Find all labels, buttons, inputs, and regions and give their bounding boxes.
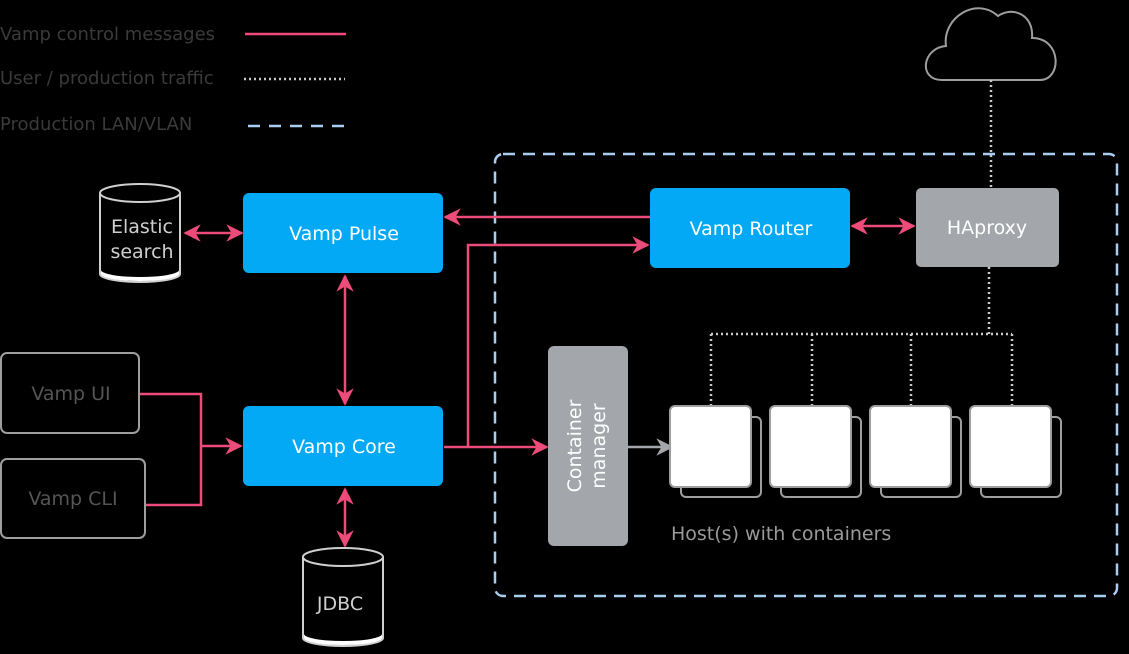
container-manager-label-2: manager <box>588 403 610 489</box>
database-icon <box>99 193 181 283</box>
container-manager-label-1: Container <box>564 399 586 492</box>
elasticsearch-node: Elastic search <box>99 183 181 283</box>
elasticsearch-label-2: search <box>110 241 173 263</box>
vamp-ui-label: Vamp UI <box>31 383 110 405</box>
vamp-router-node: Vamp Router <box>650 188 850 268</box>
haproxy-node: HAproxy <box>916 188 1059 267</box>
traffic-lines <box>709 80 1014 406</box>
container-host-2 <box>769 405 862 498</box>
hosts-label: Host(s) with containers <box>671 523 891 545</box>
cloud-icon <box>924 7 1057 81</box>
legend-traffic-label: User / production traffic <box>0 68 214 89</box>
container-host-3 <box>869 405 962 498</box>
vamp-core-label: Vamp Core <box>292 436 396 458</box>
jdbc-node: JDBC <box>302 547 384 647</box>
container-hosts: Host(s) with containers <box>669 405 1062 545</box>
vamp-cli-node: Vamp CLI <box>0 458 146 539</box>
production-lan-boundary <box>493 152 1119 598</box>
vamp-router-label: Vamp Router <box>690 218 813 240</box>
vamp-pulse-node: Vamp Pulse <box>243 193 443 273</box>
jdbc-label: JDBC <box>316 593 363 615</box>
vamp-cli-label: Vamp CLI <box>28 488 117 510</box>
legend-control-label: Vamp control messages <box>0 24 215 45</box>
elasticsearch-label-1: Elastic <box>111 216 173 238</box>
container-host-1 <box>669 405 762 498</box>
legend-lan-label: Production LAN/VLAN <box>0 114 192 135</box>
haproxy-label: HAproxy <box>947 217 1027 239</box>
vamp-ui-node: Vamp UI <box>0 352 140 434</box>
container-host-4 <box>969 405 1062 498</box>
container-manager-node: Container manager <box>548 346 628 546</box>
control-lines <box>140 208 916 548</box>
vamp-pulse-label: Vamp Pulse <box>289 223 399 245</box>
database-icon <box>302 557 384 647</box>
vamp-core-node: Vamp Core <box>243 406 443 486</box>
legend: Vamp control messages User / production … <box>0 24 346 135</box>
